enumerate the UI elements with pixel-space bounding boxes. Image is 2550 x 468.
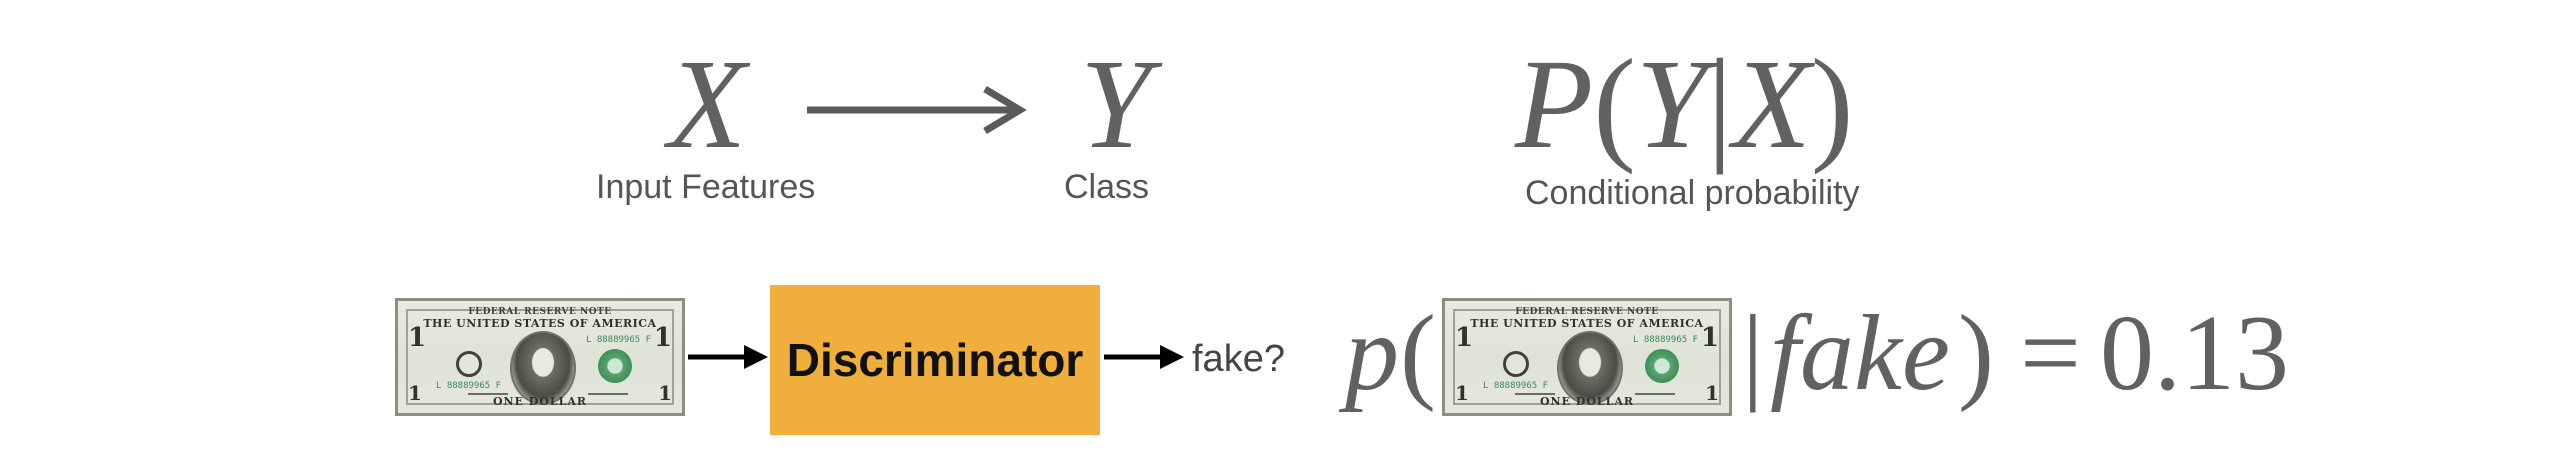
prob-x: X [1732,33,1811,175]
bill-serial-top: L 88889965 F [1633,335,1699,345]
bill-banner: THE UNITED STATES OF AMERICA [423,317,657,330]
x-to-y-arrow [807,85,1027,135]
equation-open-paren: ( [1400,294,1436,413]
bill-corner-top-right: 1 [1700,323,1719,353]
bill-corner-top-right: 1 [653,323,672,353]
bill-corner-top-left: 1 [1455,323,1474,353]
bill-serial-bottom: L 88889965 F [436,381,502,391]
bill-district-seal [1503,351,1529,377]
bill-corner-bottom-right: 1 [658,381,672,405]
bill-corner-top-left: 1 [408,323,427,353]
conditional-probability-label: Conditional probability [1525,174,1860,212]
prob-open-paren: ( [1593,33,1636,175]
prob-close-paren: ) [1810,33,1854,175]
bill-to-discriminator-arrow [688,345,768,369]
prob-bar: | [1707,33,1733,175]
dollar-bill-image-left: FEDERAL RESERVE NOTE THE UNITED STATES O… [395,298,685,416]
discriminator-to-output-arrow [1104,345,1184,369]
bill-corner-bottom-left: 1 [408,381,422,405]
conditional-probability-expression: P(Y|X) [1515,40,1853,168]
bill-treasury-seal [1645,349,1679,383]
bill-serial-top: L 88889965 F [586,335,652,345]
bill-denomination: ONE DOLLAR [1539,395,1635,408]
equation-close-paren: ) [1958,294,1994,413]
equation-bar: | [1742,294,1764,413]
y-symbol: Y [1080,33,1152,175]
equation-fake: fake [1770,294,1950,413]
discriminator-label: Discriminator [786,334,1084,386]
bill-banner-small: FEDERAL RESERVE NOTE [468,307,612,317]
bill-denomination: ONE DOLLAR [492,395,588,408]
bill-district-seal [456,351,482,377]
bill-banner: THE UNITED STATES OF AMERICA [1470,317,1704,330]
bill-signature-right [588,393,628,395]
input-features-label: Input Features [596,168,816,206]
equation-p: p [1345,294,1399,413]
x-symbol: X [668,33,747,175]
bill-serial-bottom: L 88889965 F [1483,381,1549,391]
dollar-bill-image-equation: FEDERAL RESERVE NOTE THE UNITED STATES O… [1442,298,1732,416]
class-label: Class [1064,168,1150,206]
bill-signature-right [1635,393,1675,395]
bill-portrait [1557,331,1623,405]
prob-y: Y [1635,33,1707,175]
bill-banner-small: FEDERAL RESERVE NOTE [1515,307,1659,317]
bill-treasury-seal [598,349,632,383]
bill-portrait [510,331,576,405]
discriminator-box: Discriminator [770,285,1100,435]
equation-value: 0.13 [2100,294,2289,413]
bill-signature-left [1515,393,1555,395]
equation-equals: = [2020,294,2081,413]
bill-corner-bottom-right: 1 [1705,381,1719,405]
prob-p: P [1515,33,1594,175]
bill-signature-left [468,393,508,395]
fake-question-label: fake? [1192,338,1285,380]
bill-corner-bottom-left: 1 [1455,381,1469,405]
